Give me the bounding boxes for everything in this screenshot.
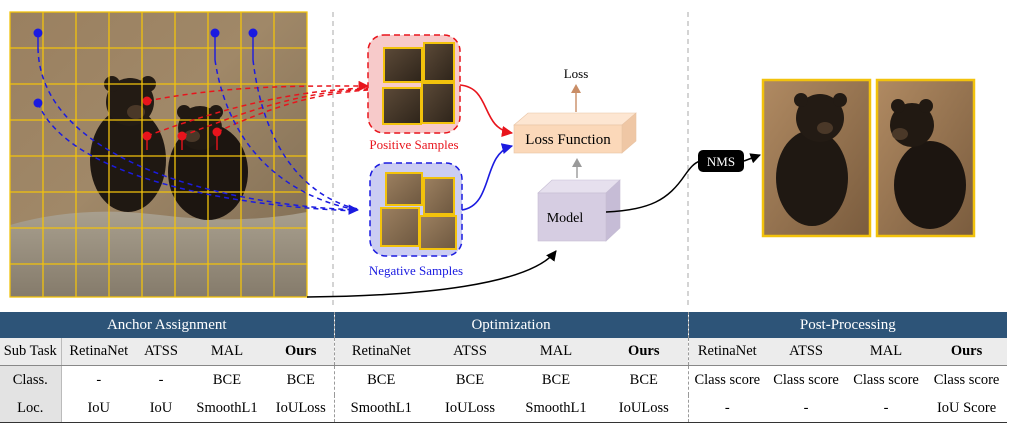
table-cell: BCE (455, 372, 485, 388)
positive-samples-label: Positive Samples (369, 137, 458, 152)
section-header-row: Anchor Assignment Optimization Post-Proc… (0, 312, 1008, 338)
row-label: Class. (0, 365, 62, 395)
table-row: Class. - - BCE BCE BCE BCE BCE BCE Class… (0, 365, 1007, 395)
negative-to-loss-arrow (461, 143, 514, 211)
table-cell: Class score (853, 372, 919, 388)
subheader-row: Sub Task RetinaNet ATSS MAL Ours RetinaN… (0, 338, 1008, 366)
negative-samples-label: Negative Samples (369, 263, 463, 278)
subheader-cell: ATSS (136, 338, 186, 366)
anchor-grid (9, 11, 308, 298)
table-cell: IoULoss (268, 395, 334, 423)
table-cell: BCE (333, 365, 428, 395)
table-cell: BCE (212, 372, 242, 388)
model-label: Model (547, 211, 584, 226)
table-cell: - (766, 395, 847, 423)
section-anchor-assignment: Anchor Assignment (0, 312, 334, 338)
model-up-arrowhead (572, 158, 582, 167)
subheader-cell: ATSS (428, 338, 512, 366)
subheader-cell: ATSS (766, 338, 847, 366)
loss-label: Loss (564, 66, 589, 81)
model-box (537, 179, 621, 242)
table-cell: Class score (773, 372, 839, 388)
table-cell: SmoothL1 (512, 395, 600, 423)
nms-to-output-arrow (743, 153, 761, 164)
table-cell: IoU (61, 395, 136, 423)
positive-samples-group (367, 34, 461, 134)
table-cell: - (846, 395, 927, 423)
nms-badge (698, 150, 744, 172)
subheader-cell: Ours (926, 338, 1008, 366)
table-cell: SmoothL1 (186, 395, 268, 423)
section-optimization: Optimization (333, 312, 689, 338)
subheader-cell: RetinaNet (333, 338, 428, 366)
table-cell: - (158, 372, 164, 388)
table-cell: IoULoss (600, 395, 689, 423)
loss-function-box (513, 112, 637, 154)
input-image (10, 12, 307, 297)
subheader-cell: Sub Task (0, 338, 62, 366)
negative-assignment-arrows (37, 47, 360, 215)
table-cell: BCE (286, 372, 315, 388)
table-cell: IoU Score (926, 395, 1008, 423)
table-cell: - (687, 395, 767, 423)
section-post-processing: Post-Processing (687, 312, 1008, 338)
table-cell: - (96, 372, 102, 388)
positive-to-loss-arrow (459, 84, 514, 137)
table-cell: IoULoss (428, 395, 512, 423)
table-cell: IoU (136, 395, 186, 423)
table-cell: BCE (541, 372, 571, 388)
pipeline-diagram: Positive Samples Negative Samples Loss F… (9, 11, 976, 305)
table-cell: BCE (629, 372, 658, 388)
subheader-cell: MAL (512, 338, 600, 366)
subheader-cell: Ours (268, 338, 334, 366)
subheader-cell: MAL (846, 338, 927, 366)
loss-up-arrowhead (571, 84, 581, 93)
comparison-table: Anchor Assignment Optimization Post-Proc… (0, 312, 1008, 423)
table-cell: Class score (687, 365, 767, 395)
subheader-cell: MAL (186, 338, 268, 366)
output-crop-1 (761, 78, 872, 238)
subheader-cell: RetinaNet (61, 338, 136, 366)
image-to-model-arrow (306, 250, 557, 298)
loss-function-label: Loss Function (525, 132, 611, 148)
subheader-cell: Ours (600, 338, 689, 366)
nms-label: NMS (707, 154, 735, 169)
anchor-stems (37, 33, 254, 150)
negative-samples-group (369, 162, 463, 257)
table-cell: Class score (933, 372, 1000, 388)
subheader-cell: RetinaNet (687, 338, 767, 366)
table-row: Loc. IoU IoU SmoothL1 IoULoss SmoothL1 I… (0, 395, 1008, 423)
model-to-nms-arrow (605, 160, 701, 213)
table-cell: SmoothL1 (333, 395, 428, 423)
row-label: Loc. (0, 395, 62, 423)
output-crop-2 (875, 78, 976, 238)
